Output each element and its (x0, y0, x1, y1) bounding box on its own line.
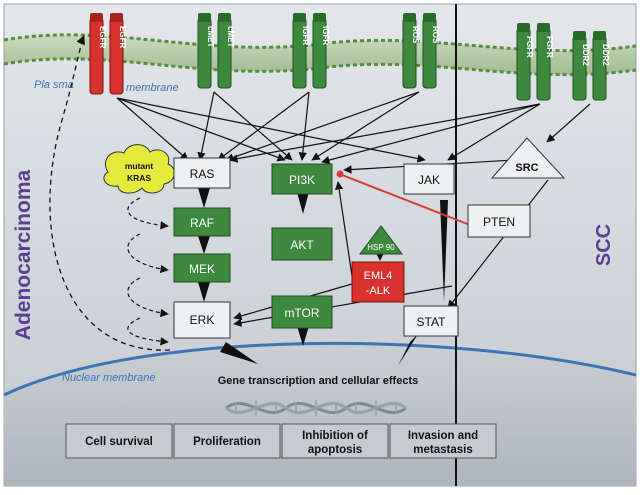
src-label: SRC (515, 162, 538, 174)
ddr2-label-1: DDR2 (581, 44, 590, 66)
kras-dashed-arrows (127, 197, 169, 346)
invasion-line2: metastasis (413, 444, 472, 456)
egfr-label-1: EGFR (98, 26, 107, 48)
mek-label: MEK (189, 262, 215, 276)
invasion-line1: Invasion and (408, 430, 478, 442)
igfr-label-1: IGFR (301, 26, 310, 45)
scc-label: SCC (593, 224, 615, 266)
eml4-alk-line2: -ALK (366, 285, 391, 297)
receptor-igfr: IGFR IGFR (292, 13, 330, 89)
proliferation-label: Proliferation (193, 436, 261, 448)
igfr-label-2: IGFR (321, 26, 330, 45)
node-raf: RAF (173, 207, 231, 237)
node-pi3k: PI3K (271, 163, 333, 195)
effect-invasion-metastasis: Invasion and metastasis (389, 423, 497, 459)
node-akt: AKT (271, 227, 333, 261)
node-mek: MEK (173, 253, 231, 283)
receptor-arrows (116, 91, 591, 309)
mutant-kras-line1: mutant (125, 161, 154, 171)
receptor-egfr: EGFR EGFR (89, 13, 127, 95)
erk-egfr-feedback-arrow (49, 35, 171, 351)
effect-inhibition-of-apoptosis: Inhibition of apoptosis (281, 423, 389, 459)
receptor-ddr2: DDR2 DDR2 (572, 31, 610, 101)
pathway-wedges (198, 188, 448, 366)
ros-label-1: ROS (411, 26, 420, 44)
inhibition-line1: Inhibition of (302, 430, 368, 442)
pi3k-label: PI3K (289, 173, 315, 187)
plasma-label: Pla sma (34, 79, 74, 91)
effect-proliferation: Proliferation (173, 423, 281, 459)
nuclear-membrane-line (3, 341, 637, 397)
mutant-kras-line2: KRAS (127, 173, 151, 183)
ras-label: RAS (190, 167, 215, 181)
node-pten: PTEN (467, 204, 531, 238)
ddr2-label-2: DDR2 (601, 44, 610, 66)
nuclear-membrane-label: Nuclear membrane (62, 372, 156, 384)
akt-label: AKT (290, 238, 314, 252)
receptor-ros: ROS ROS (402, 13, 440, 89)
erk-label: ERK (190, 313, 215, 327)
membrane-label: membrane (126, 82, 179, 94)
node-hsp90: HSP 90 (359, 225, 403, 255)
egfr-label-2: EGFR (118, 26, 127, 48)
receptor-fgfr: FGFR FGFR (516, 23, 554, 101)
mutant-kras-cloud: mutant KRAS (103, 144, 175, 194)
mtor-label: mTOR (284, 306, 319, 320)
receptor-cmet: cMET cMET (197, 13, 235, 89)
hsp90-label: HSP 90 (367, 243, 395, 252)
adenocarcinoma-label: Adenocarcinoma (12, 169, 35, 340)
ros-label-2: ROS (431, 26, 440, 44)
raf-label: RAF (190, 216, 214, 230)
pten-label: PTEN (483, 215, 515, 229)
dna-helix-icon (225, 400, 407, 416)
fgfr-label-1: FGFR (525, 36, 534, 58)
node-erk: ERK (173, 301, 231, 339)
node-src: SRC (490, 137, 566, 179)
stat-label: STAT (417, 315, 447, 329)
node-jak: JAK (403, 163, 455, 195)
node-eml4-alk: EML4 -ALK (351, 261, 405, 303)
gene-transcription-label: Gene transcription and cellular effects (218, 375, 419, 387)
jak-label: JAK (418, 173, 440, 187)
node-ras: RAS (173, 157, 231, 189)
node-stat: STAT (403, 305, 459, 337)
node-mtor: mTOR (271, 295, 333, 329)
cmet-label-2: cMET (226, 26, 235, 47)
pten-inhibition-line (341, 174, 471, 226)
cell-survival-label: Cell survival (85, 436, 153, 448)
fgfr-label-2: FGFR (545, 36, 554, 58)
effect-cell-survival: Cell survival (65, 423, 173, 459)
inhibition-line2: apoptosis (308, 444, 362, 456)
cmet-label-1: cMET (206, 26, 215, 47)
pten-inhibition-dot (336, 170, 344, 178)
eml4-alk-line1: EML4 (364, 270, 393, 282)
